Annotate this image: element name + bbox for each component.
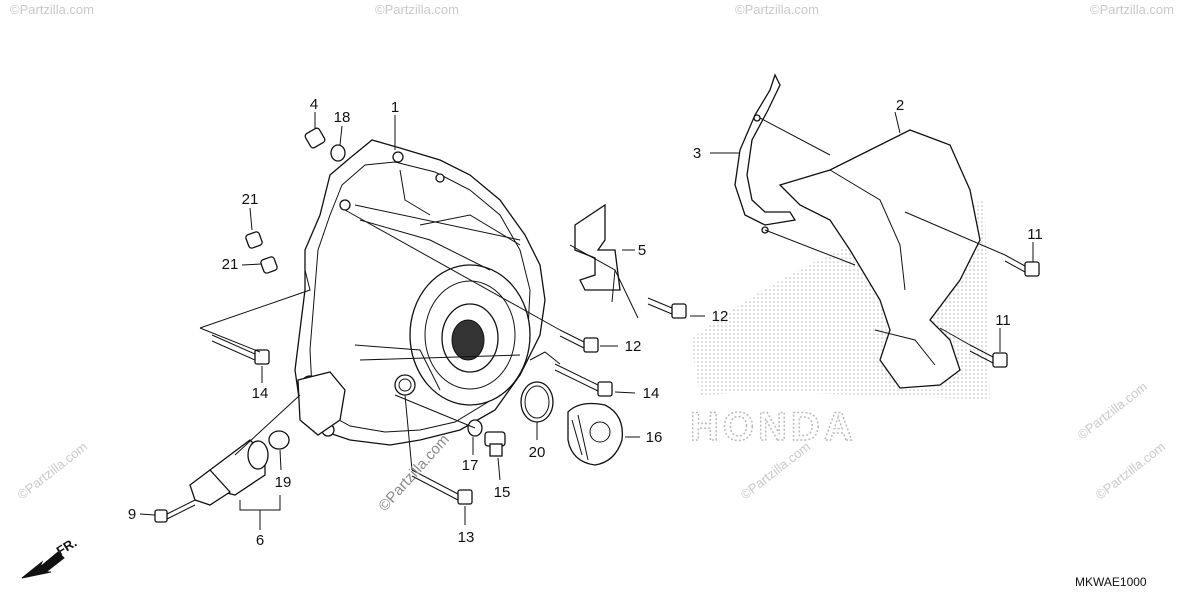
callout-label: 11 bbox=[1027, 226, 1043, 243]
watermark: ©Partzilla.com bbox=[735, 2, 819, 17]
bracket-small bbox=[574, 203, 621, 291]
callout-label: 16 bbox=[646, 429, 663, 446]
callout-label: 3 bbox=[693, 145, 701, 162]
watermark: ©Partzilla.com bbox=[1093, 439, 1168, 503]
o-ring-18 bbox=[330, 144, 346, 162]
diagram-code: MKWAE1000 bbox=[1075, 575, 1147, 589]
callout-label: 2 bbox=[896, 97, 904, 114]
callout-label: 9 bbox=[128, 506, 136, 523]
collar-21b bbox=[260, 256, 278, 274]
collar-4 bbox=[304, 127, 326, 149]
watermark: ©Partzilla.com bbox=[15, 439, 90, 503]
bolt-9 bbox=[154, 499, 196, 523]
callout-label: 14 bbox=[252, 385, 269, 402]
watermark: ©Partzilla.com bbox=[10, 2, 94, 17]
bolt-11b bbox=[969, 344, 1008, 368]
callout-label: 11 bbox=[995, 312, 1011, 329]
watermark: ©Partzilla.com bbox=[375, 2, 459, 17]
bolt-12b bbox=[559, 329, 599, 353]
bracket-thin bbox=[734, 73, 797, 234]
callout-label: 12 bbox=[625, 338, 642, 355]
collar-21a bbox=[245, 231, 263, 249]
plug-16 bbox=[567, 402, 624, 466]
callout-label: 21 bbox=[242, 191, 259, 208]
callout-label: 18 bbox=[334, 109, 351, 126]
callout-label: 13 bbox=[458, 529, 475, 546]
left-crankcase-cover bbox=[294, 139, 546, 446]
callout-label: 6 bbox=[256, 532, 264, 549]
callout-label: 14 bbox=[643, 385, 660, 402]
front-direction-marker: FR. bbox=[21, 535, 79, 579]
callout-label: 4 bbox=[310, 96, 318, 113]
arrow-icon bbox=[21, 551, 65, 579]
callout-label: 19 bbox=[275, 474, 292, 491]
bolt-13 bbox=[411, 469, 473, 505]
watermark: ©Partzilla.com bbox=[1075, 379, 1150, 443]
guard-plate bbox=[778, 129, 981, 389]
callout-label: 17 bbox=[462, 457, 479, 474]
brand-watermark: HONDA bbox=[690, 405, 857, 449]
callout-label: 5 bbox=[638, 242, 646, 259]
bolt-11a bbox=[1004, 254, 1040, 277]
watermark: ©Partzilla.com bbox=[1090, 2, 1174, 17]
bolt-12a bbox=[647, 297, 687, 319]
callout-label: 20 bbox=[529, 444, 546, 461]
o-ring-20 bbox=[520, 381, 554, 423]
bolt-14a bbox=[211, 334, 270, 365]
callout-labels: 1 2 3 4 5 6 9 11 11 12 12 13 14 14 15 16… bbox=[128, 96, 1043, 549]
callout-label: 21 bbox=[222, 256, 239, 273]
o-ring-19 bbox=[268, 430, 290, 450]
callout-label: 15 bbox=[494, 484, 511, 501]
callout-label: 1 bbox=[391, 99, 399, 116]
plug-15 bbox=[484, 431, 506, 457]
callout-label: 12 bbox=[712, 308, 729, 325]
leader-lines bbox=[139, 111, 1034, 530]
sensor-assembly bbox=[189, 439, 269, 506]
bolt-14b bbox=[554, 363, 613, 397]
